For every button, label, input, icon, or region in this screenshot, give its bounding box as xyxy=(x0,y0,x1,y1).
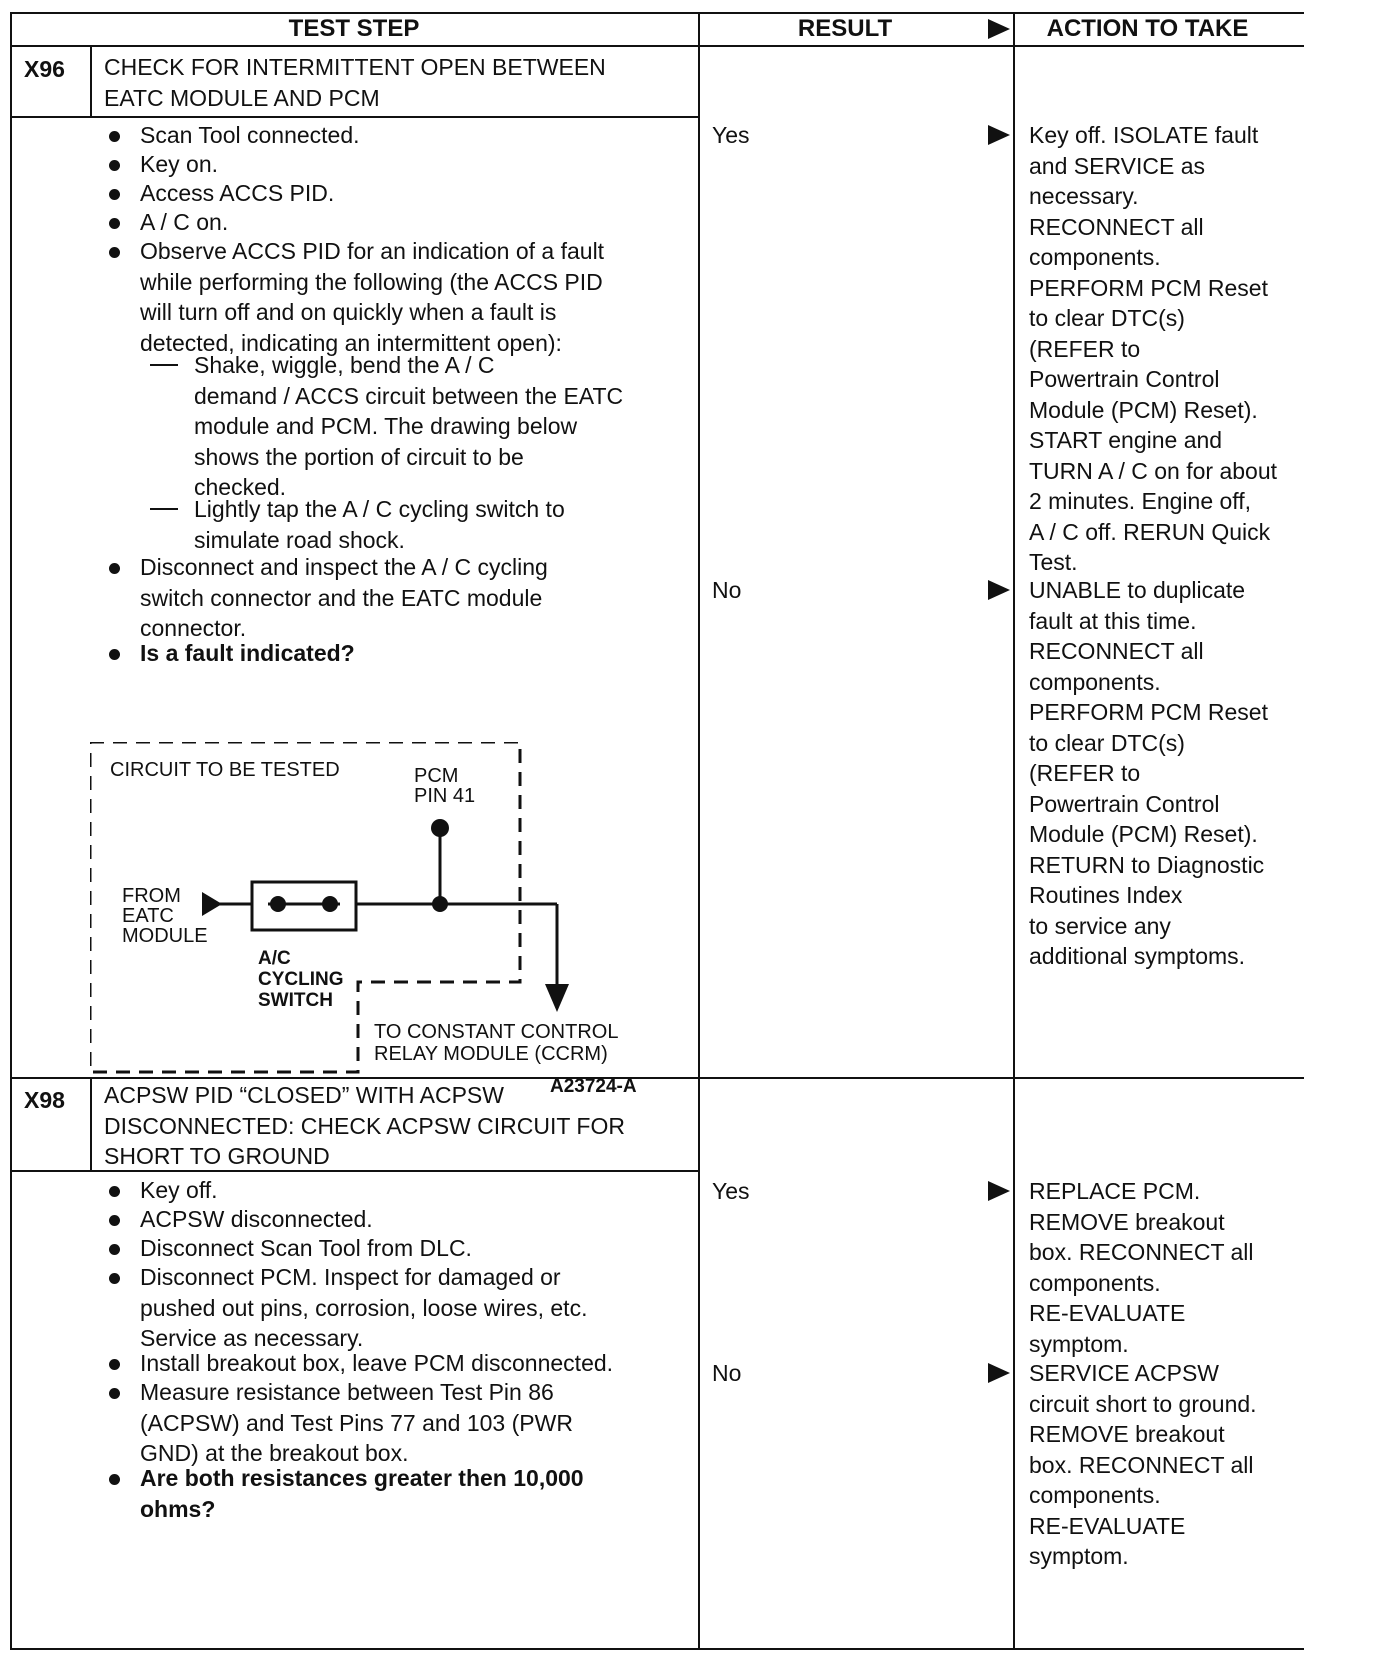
step-instruction: Disconnect PCM. Inspect for damaged or p… xyxy=(140,1264,588,1351)
result-arrow-icon xyxy=(988,1181,1010,1201)
step-instruction: Access ACCS PID. xyxy=(140,180,335,206)
id-column-divider-x96 xyxy=(90,47,92,117)
bullet-icon xyxy=(109,218,120,229)
bullet-icon xyxy=(109,1186,120,1197)
table-top-border xyxy=(10,12,1304,14)
switch-contact-icon xyxy=(322,896,338,912)
action-no: UNABLE to duplicate fault at this time. … xyxy=(1029,577,1268,969)
bullet-icon xyxy=(109,1244,120,1255)
step-instruction: Scan Tool connected. xyxy=(140,122,360,148)
pcm-pin-label: PCM xyxy=(414,765,458,787)
cycling-switch-box xyxy=(250,880,358,932)
bullet-icon xyxy=(109,131,120,142)
figure-id: A23724-A xyxy=(550,1076,637,1097)
to-label: RELAY MODULE (CCRM) xyxy=(374,1043,608,1065)
from-label: MODULE xyxy=(122,925,208,947)
table-bottom-border xyxy=(10,1648,1304,1650)
step-question: Is a fault indicated? xyxy=(140,640,355,666)
step-instruction: Key on. xyxy=(140,151,218,177)
step-title-x98: ACPSW PID “CLOSED” WITH ACPSW DISCONNECT… xyxy=(104,1082,625,1169)
bullet-icon xyxy=(109,160,120,171)
pcm-pin-label: PIN 41 xyxy=(414,785,475,807)
circuit-label: CIRCUIT TO BE TESTED xyxy=(110,759,340,781)
step-instruction: A / C on. xyxy=(140,209,229,235)
action-no: SERVICE ACPSW circuit short to ground. R… xyxy=(1029,1360,1257,1569)
step-id-x98: X98 xyxy=(24,1087,65,1113)
header-test-step: TEST STEP xyxy=(288,15,420,42)
step-question: Are both resistances greater then 10,000… xyxy=(140,1465,584,1522)
circuit-diagram: CIRCUIT TO BE TESTED PCM PIN 41 FROM EAT… xyxy=(90,742,637,1097)
to-label: TO CONSTANT CONTROL xyxy=(374,1021,618,1043)
step-instruction: Disconnect Scan Tool from DLC. xyxy=(140,1235,472,1261)
step-instruction: Measure resistance between Test Pin 86 (… xyxy=(140,1379,573,1466)
header-bottom-rule xyxy=(10,45,1304,47)
dash-icon xyxy=(150,364,178,366)
header-arrow-icon xyxy=(988,19,1010,39)
step-instruction: Disconnect and inspect the A / C cycling… xyxy=(140,554,548,641)
result-arrow-icon xyxy=(988,125,1010,145)
result-arrow-icon xyxy=(988,580,1010,600)
result-yes: Yes xyxy=(712,1178,750,1204)
bullet-icon xyxy=(109,1215,120,1226)
dash-icon xyxy=(150,508,178,510)
table-left-border xyxy=(10,12,12,1650)
output-arrow-icon xyxy=(545,984,569,1012)
from-label: EATC xyxy=(122,905,174,927)
bullet-icon xyxy=(109,1273,120,1284)
switch-label: A/C xyxy=(258,948,291,969)
step-instruction: Key off. xyxy=(140,1177,218,1203)
action-yes: REPLACE PCM. REMOVE breakout box. RECONN… xyxy=(1029,1178,1254,1357)
title-rule-x98 xyxy=(10,1170,700,1172)
header-result: RESULT xyxy=(797,15,893,42)
header-action-to-take: ACTION TO TAKE xyxy=(1046,15,1249,42)
result-arrow-icon xyxy=(988,1363,1010,1383)
pcm-pin-dot-icon xyxy=(431,819,449,837)
result-no: No xyxy=(712,1360,742,1386)
action-yes: Key off. ISOLATE fault and SERVICE as ne… xyxy=(1029,122,1278,575)
bullet-icon xyxy=(109,563,120,574)
circuit-boundary xyxy=(90,742,522,1074)
step-instruction: ACPSW disconnected. xyxy=(140,1206,373,1232)
from-label: FROM xyxy=(122,885,181,907)
row-divider xyxy=(10,1077,1304,1079)
diagnostic-table: TEST STEP RESULT ACTION TO TAKE X96 CHEC… xyxy=(10,12,1384,1650)
bullet-icon xyxy=(109,1359,120,1370)
action-column-divider xyxy=(1013,12,1015,1650)
id-column-divider-x98 xyxy=(90,1079,92,1171)
bullet-icon xyxy=(109,247,120,258)
result-yes: Yes xyxy=(712,122,750,148)
step-title-x96: CHECK FOR INTERMITTENT OPEN BETWEEN EATC… xyxy=(104,54,606,111)
bullet-icon xyxy=(109,189,120,200)
step-subinstruction: Shake, wiggle, bend the A / C demand / A… xyxy=(194,352,624,500)
step-instruction: Observe ACCS PID for an indication of a … xyxy=(140,238,605,356)
bullet-icon xyxy=(109,1474,120,1485)
title-rule-x96 xyxy=(10,116,700,118)
step-subinstruction: Lightly tap the A / C cycling switch to … xyxy=(194,496,565,553)
step-id-x96: X96 xyxy=(24,56,65,82)
result-column-divider xyxy=(698,12,700,1650)
bullet-icon xyxy=(109,649,120,660)
result-no: No xyxy=(712,577,742,603)
switch-label: SWITCH xyxy=(258,990,333,1011)
switch-contact-icon xyxy=(270,896,286,912)
switch-label: CYCLING xyxy=(258,969,344,990)
bullet-icon xyxy=(109,1388,120,1399)
step-instruction: Install breakout box, leave PCM disconne… xyxy=(140,1350,614,1376)
